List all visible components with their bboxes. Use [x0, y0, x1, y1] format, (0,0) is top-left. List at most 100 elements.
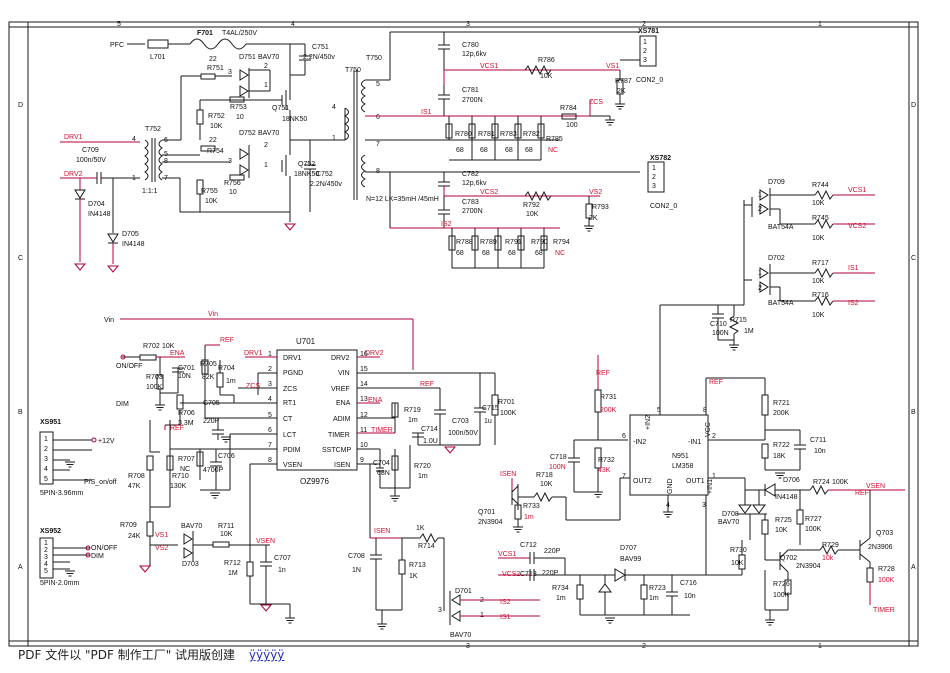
svg-text:VCS1: VCS1 — [480, 63, 498, 70]
svg-text:Vin: Vin — [104, 317, 114, 324]
svg-text:R784: R784 — [560, 105, 577, 112]
svg-text:1: 1 — [712, 473, 716, 480]
frame-col-3: 3 — [466, 21, 470, 28]
svg-text:D701: D701 — [455, 588, 472, 595]
svg-text:-IN2: -IN2 — [633, 439, 646, 446]
svg-text:2.2N/450v: 2.2N/450v — [310, 181, 342, 188]
svg-text:VCC: VCC — [705, 422, 712, 437]
svg-text:C709: C709 — [82, 147, 99, 154]
svg-text:R713: R713 — [409, 562, 426, 569]
svg-text:R717: R717 — [812, 260, 829, 267]
svg-text:VCS2: VCS2 — [480, 189, 498, 196]
svg-text:47K: 47K — [128, 483, 141, 490]
svg-text:ISEN: ISEN — [374, 528, 390, 535]
svg-text:IS2: IS2 — [441, 221, 452, 228]
svg-text:4: 4 — [44, 466, 48, 473]
svg-text:+12V: +12V — [98, 438, 115, 445]
svg-text:220P: 220P — [542, 570, 559, 577]
svg-text:C782: C782 — [462, 171, 479, 178]
svg-text:REF: REF — [220, 337, 234, 344]
svg-text:BAV70: BAV70 — [258, 54, 279, 61]
svg-text:RT1: RT1 — [283, 400, 296, 407]
svg-text:C705: C705 — [203, 400, 220, 407]
frame-row-c: C — [18, 255, 23, 262]
chip-u701 — [276, 349, 358, 471]
svg-text:R729: R729 — [822, 542, 839, 549]
connector-xs782 — [647, 161, 665, 193]
svg-text:2K: 2K — [589, 215, 598, 222]
svg-text:2: 2 — [268, 366, 272, 373]
svg-text:10K: 10K — [162, 343, 175, 350]
svg-text:DIM: DIM — [116, 401, 129, 408]
svg-text:CON2_0: CON2_0 — [636, 77, 663, 84]
svg-text:BAT54A: BAT54A — [768, 224, 794, 231]
svg-text:68N: 68N — [377, 470, 390, 477]
svg-text:10K: 10K — [220, 531, 233, 538]
svg-text:3: 3 — [268, 381, 272, 388]
svg-text:D708: D708 — [722, 511, 739, 518]
svg-text:TIMER: TIMER — [328, 432, 350, 439]
svg-text:T750: T750 — [366, 55, 382, 62]
svg-text:5: 5 — [268, 412, 272, 419]
svg-text:SSTCMP: SSTCMP — [322, 447, 352, 454]
frame-row-d2: D — [911, 102, 916, 109]
svg-text:DRV2: DRV2 — [331, 355, 350, 362]
chip-n951 — [629, 414, 709, 496]
svg-text:ZCS: ZCS — [283, 386, 297, 393]
svg-text:D751: D751 — [239, 54, 256, 61]
svg-text:3: 3 — [44, 456, 48, 463]
svg-text:1:1:1: 1:1:1 — [142, 188, 158, 195]
svg-text:68: 68 — [508, 250, 516, 257]
svg-text:1: 1 — [758, 270, 762, 277]
svg-text:R718: R718 — [536, 472, 553, 479]
svg-text:VCS1: VCS1 — [848, 187, 866, 194]
svg-text:43K: 43K — [598, 467, 611, 474]
svg-text:VCS1: VCS1 — [498, 551, 516, 558]
svg-text:L701: L701 — [150, 54, 166, 61]
svg-text:ISEN: ISEN — [500, 471, 516, 478]
svg-text:VS1: VS1 — [155, 532, 168, 539]
svg-text:C703: C703 — [452, 418, 469, 425]
svg-text:C780: C780 — [462, 42, 479, 49]
svg-text:10K: 10K — [812, 235, 825, 242]
svg-text:130K: 130K — [170, 483, 187, 490]
svg-text:R793: R793 — [592, 204, 609, 211]
svg-text:D705: D705 — [122, 231, 139, 238]
svg-text:2: 2 — [758, 285, 762, 292]
svg-text:R710: R710 — [172, 473, 189, 480]
svg-text:D702: D702 — [768, 255, 785, 262]
svg-text:VSEN: VSEN — [256, 538, 275, 545]
frame-col-1b: 1 — [818, 643, 822, 650]
svg-text:100K: 100K — [805, 526, 822, 533]
svg-text:10: 10 — [229, 189, 237, 196]
svg-text:D704: D704 — [88, 201, 105, 208]
svg-text:100N: 100N — [712, 330, 729, 337]
svg-text:14: 14 — [360, 381, 368, 388]
svg-text:F701: F701 — [197, 30, 213, 37]
svg-text:R730: R730 — [730, 547, 747, 554]
svg-text:2: 2 — [264, 63, 268, 70]
frame-row-a: A — [18, 564, 23, 571]
svg-text:R722: R722 — [773, 442, 790, 449]
svg-text:10n: 10n — [684, 593, 696, 600]
svg-text:GND: GND — [667, 478, 674, 494]
svg-text:16: 16 — [360, 351, 368, 358]
frame-row-b2: B — [911, 409, 916, 416]
svg-text:R706: R706 — [178, 410, 195, 417]
svg-text:VSEN: VSEN — [866, 483, 885, 490]
svg-text:2: 2 — [758, 206, 762, 213]
svg-text:BAV70: BAV70 — [450, 632, 471, 639]
svg-text:100n/50V: 100n/50V — [448, 430, 478, 437]
svg-text:D752: D752 — [239, 130, 256, 137]
svg-text:C710: C710 — [710, 321, 727, 328]
pfc-label: PFC — [110, 42, 124, 49]
svg-text:XS951: XS951 — [40, 419, 61, 426]
svg-text:10K: 10K — [731, 560, 744, 567]
svg-text:IS1: IS1 — [500, 614, 511, 621]
watermark-link[interactable]: ÿÿÿÿÿ — [248, 648, 285, 662]
svg-text:1: 1 — [758, 192, 762, 199]
svg-text:R783: R783 — [500, 131, 517, 138]
svg-text:REF: REF — [709, 379, 723, 386]
svg-text:D707: D707 — [620, 545, 637, 552]
svg-text:5PIN-2.0mm: 5PIN-2.0mm — [40, 580, 79, 587]
